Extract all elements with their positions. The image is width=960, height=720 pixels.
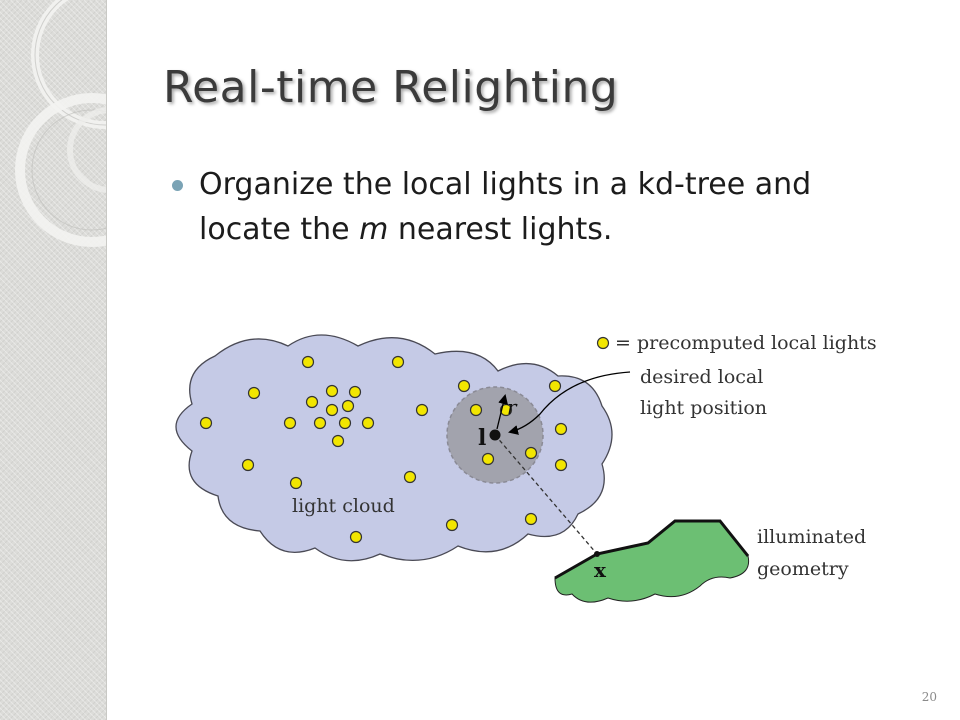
local-light bbox=[305, 395, 319, 409]
local-light bbox=[348, 385, 362, 399]
local-light bbox=[349, 530, 363, 544]
bullet-text-before: Organize the local lights in a kd-tree a… bbox=[199, 167, 812, 247]
geometry-label-line2: geometry bbox=[757, 558, 849, 580]
local-light bbox=[301, 355, 315, 369]
desired-light-dot bbox=[489, 429, 501, 441]
local-light bbox=[289, 476, 303, 490]
local-light bbox=[331, 434, 345, 448]
light-label: l bbox=[478, 425, 486, 451]
point-label: x bbox=[594, 558, 607, 582]
bullet-text-after: nearest lights. bbox=[388, 212, 613, 247]
legend: = precomputed local lights bbox=[596, 332, 877, 354]
local-light bbox=[548, 379, 562, 393]
desired-position-label-line2: light position bbox=[640, 397, 767, 419]
geometry-label-line1: illuminated bbox=[757, 526, 866, 548]
decorative-sidebar bbox=[0, 0, 107, 720]
sidebar-rings bbox=[15, 0, 106, 247]
local-light bbox=[283, 416, 297, 430]
light-to-point-line bbox=[494, 434, 598, 555]
radius-arrow bbox=[496, 394, 508, 430]
light-cloud-diagram: r l light cloud x = precomputed local li… bbox=[175, 332, 877, 603]
cloud-label: light cloud bbox=[292, 495, 395, 517]
local-light bbox=[415, 403, 429, 417]
desired-light-arrow bbox=[508, 371, 631, 435]
bullet-text-emphasis: m bbox=[359, 212, 389, 247]
bullet-marker bbox=[172, 180, 183, 191]
legend-light-swatch bbox=[596, 336, 610, 350]
local-light bbox=[403, 470, 417, 484]
local-light bbox=[338, 416, 352, 430]
local-light bbox=[241, 458, 255, 472]
local-light bbox=[341, 399, 355, 413]
slide-title: Real-time Relighting bbox=[163, 62, 619, 113]
local-light bbox=[391, 355, 405, 369]
local-light bbox=[469, 403, 483, 417]
bullet-text: Organize the local lights in a kd-tree a… bbox=[199, 162, 899, 252]
local-lights bbox=[199, 355, 568, 544]
legend-label: = precomputed local lights bbox=[615, 332, 877, 354]
local-light bbox=[457, 379, 471, 393]
geometry-top-edge bbox=[554, 519, 750, 580]
local-light bbox=[524, 446, 538, 460]
desired-position-label-line1: desired local bbox=[640, 366, 763, 388]
local-light bbox=[313, 416, 327, 430]
local-light bbox=[445, 518, 459, 532]
local-light bbox=[554, 458, 568, 472]
local-light bbox=[361, 416, 375, 430]
local-light bbox=[524, 512, 538, 526]
radius-label: r bbox=[507, 395, 518, 419]
local-light bbox=[247, 386, 261, 400]
light-cloud-shape bbox=[175, 334, 613, 562]
local-light bbox=[325, 384, 339, 398]
point-x-dot bbox=[594, 551, 600, 557]
local-light bbox=[554, 422, 568, 436]
illuminated-geometry-shape bbox=[554, 520, 750, 603]
page-number: 20 bbox=[921, 690, 937, 704]
local-light bbox=[325, 403, 339, 417]
local-light bbox=[199, 416, 213, 430]
local-light bbox=[481, 452, 495, 466]
